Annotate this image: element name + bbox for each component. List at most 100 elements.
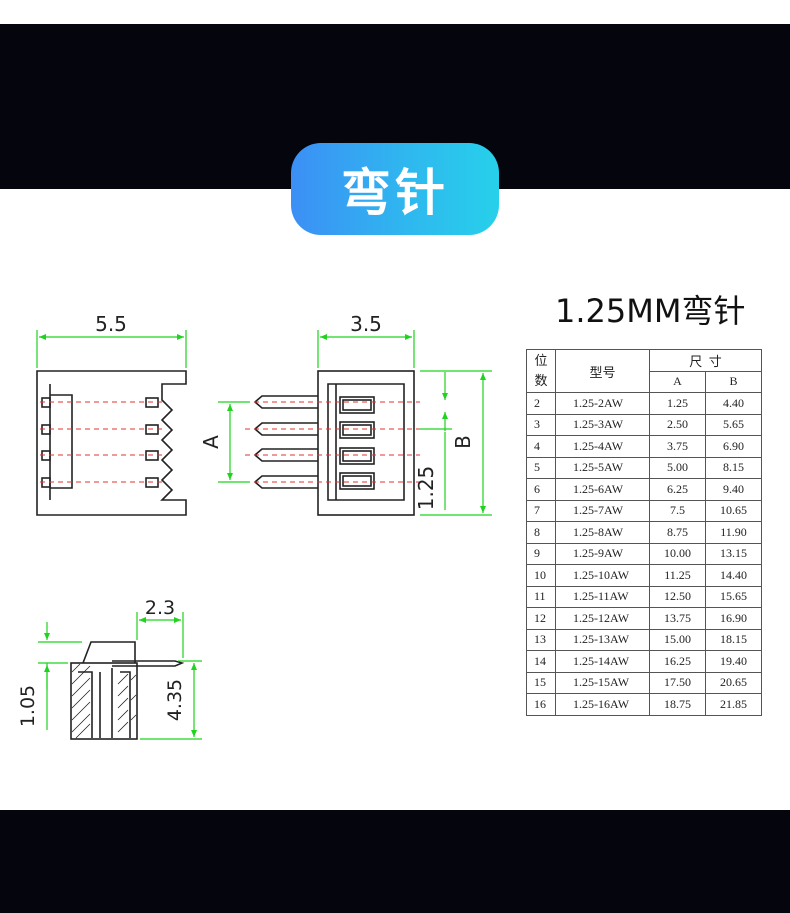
cell-model: 1.25-16AW [555, 693, 650, 716]
cell-b: 13.15 [705, 542, 762, 565]
cell-a: 5.00 [649, 456, 706, 479]
cell-a: 10.00 [649, 542, 706, 565]
cell-b: 14.40 [705, 564, 762, 587]
cell-a: 17.50 [649, 671, 706, 694]
base-height-label: 1.05 [17, 685, 39, 727]
profile-hatching [71, 663, 137, 739]
cell-positions: 15 [526, 671, 556, 694]
cell-b: 11.90 [705, 521, 762, 544]
cell-model: 1.25-6AW [555, 478, 650, 501]
cell-b: 18.15 [705, 628, 762, 651]
side-view [253, 370, 415, 516]
total-height-label: 4.35 [164, 679, 186, 721]
cell-b: 5.65 [705, 413, 762, 436]
header-position: 位 数 [526, 349, 556, 393]
cell-model: 1.25-12AW [555, 607, 650, 630]
header-size: 尺 寸 [649, 349, 762, 372]
dimension-b-label: B [451, 435, 475, 449]
cell-model: 1.25-9AW [555, 542, 650, 565]
cell-positions: 4 [526, 435, 556, 458]
side-width-label: 3.5 [350, 312, 382, 336]
cell-a: 1.25 [649, 392, 706, 415]
cell-b: 21.85 [705, 693, 762, 716]
cell-positions: 5 [526, 456, 556, 479]
cell-positions: 6 [526, 478, 556, 501]
cell-a: 18.75 [649, 693, 706, 716]
cell-a: 15.00 [649, 628, 706, 651]
cell-model: 1.25-7AW [555, 499, 650, 522]
banner-title: 弯针 [291, 143, 499, 235]
pin-offset-label: 2.3 [145, 597, 175, 619]
cell-b: 10.65 [705, 499, 762, 522]
cell-b: 16.90 [705, 607, 762, 630]
bottom-dark-band [0, 810, 790, 913]
front-view [36, 370, 187, 516]
cell-model: 1.25-5AW [555, 456, 650, 479]
cell-b: 15.65 [705, 585, 762, 608]
header-model: 型号 [555, 349, 650, 393]
cell-a: 16.25 [649, 650, 706, 673]
header-position-line2: 数 [534, 373, 548, 388]
cell-model: 1.25-15AW [555, 671, 650, 694]
cell-a: 8.75 [649, 521, 706, 544]
cell-a: 12.50 [649, 585, 706, 608]
cell-b: 6.90 [705, 435, 762, 458]
header-position-line1: 位 [534, 353, 548, 368]
cell-model: 1.25-14AW [555, 650, 650, 673]
cell-a: 6.25 [649, 478, 706, 501]
product-subtitle: 1.25MM弯针 [555, 292, 746, 330]
cell-model: 1.25-3AW [555, 413, 650, 436]
cell-b: 8.15 [705, 456, 762, 479]
cell-positions: 11 [526, 585, 556, 608]
front-width-label: 5.5 [95, 312, 127, 336]
side-centerlines [245, 401, 420, 483]
pitch-label: 1.25 [414, 466, 438, 511]
cell-b: 20.65 [705, 671, 762, 694]
cell-positions: 3 [526, 413, 556, 436]
cell-positions: 16 [526, 693, 556, 716]
cell-positions: 8 [526, 521, 556, 544]
cell-positions: 7 [526, 499, 556, 522]
header-a: A [649, 370, 706, 393]
cell-b: 9.40 [705, 478, 762, 501]
cell-b: 19.40 [705, 650, 762, 673]
front-dimension [36, 330, 187, 368]
header-b: B [705, 370, 762, 393]
cell-a: 11.25 [649, 564, 706, 587]
cell-model: 1.25-13AW [555, 628, 650, 651]
cell-positions: 9 [526, 542, 556, 565]
cell-positions: 13 [526, 628, 556, 651]
profile-view [70, 641, 185, 740]
cell-a: 3.75 [649, 435, 706, 458]
cell-a: 2.50 [649, 413, 706, 436]
side-dimensions [218, 330, 492, 516]
cell-model: 1.25-10AW [555, 564, 650, 587]
cell-model: 1.25-11AW [555, 585, 650, 608]
cell-positions: 2 [526, 392, 556, 415]
front-centerlines [40, 401, 164, 483]
cell-model: 1.25-4AW [555, 435, 650, 458]
cell-model: 1.25-2AW [555, 392, 650, 415]
cell-positions: 10 [526, 564, 556, 587]
profile-dimensions [38, 612, 202, 740]
cell-b: 4.40 [705, 392, 762, 415]
cell-positions: 12 [526, 607, 556, 630]
cell-a: 7.5 [649, 499, 706, 522]
